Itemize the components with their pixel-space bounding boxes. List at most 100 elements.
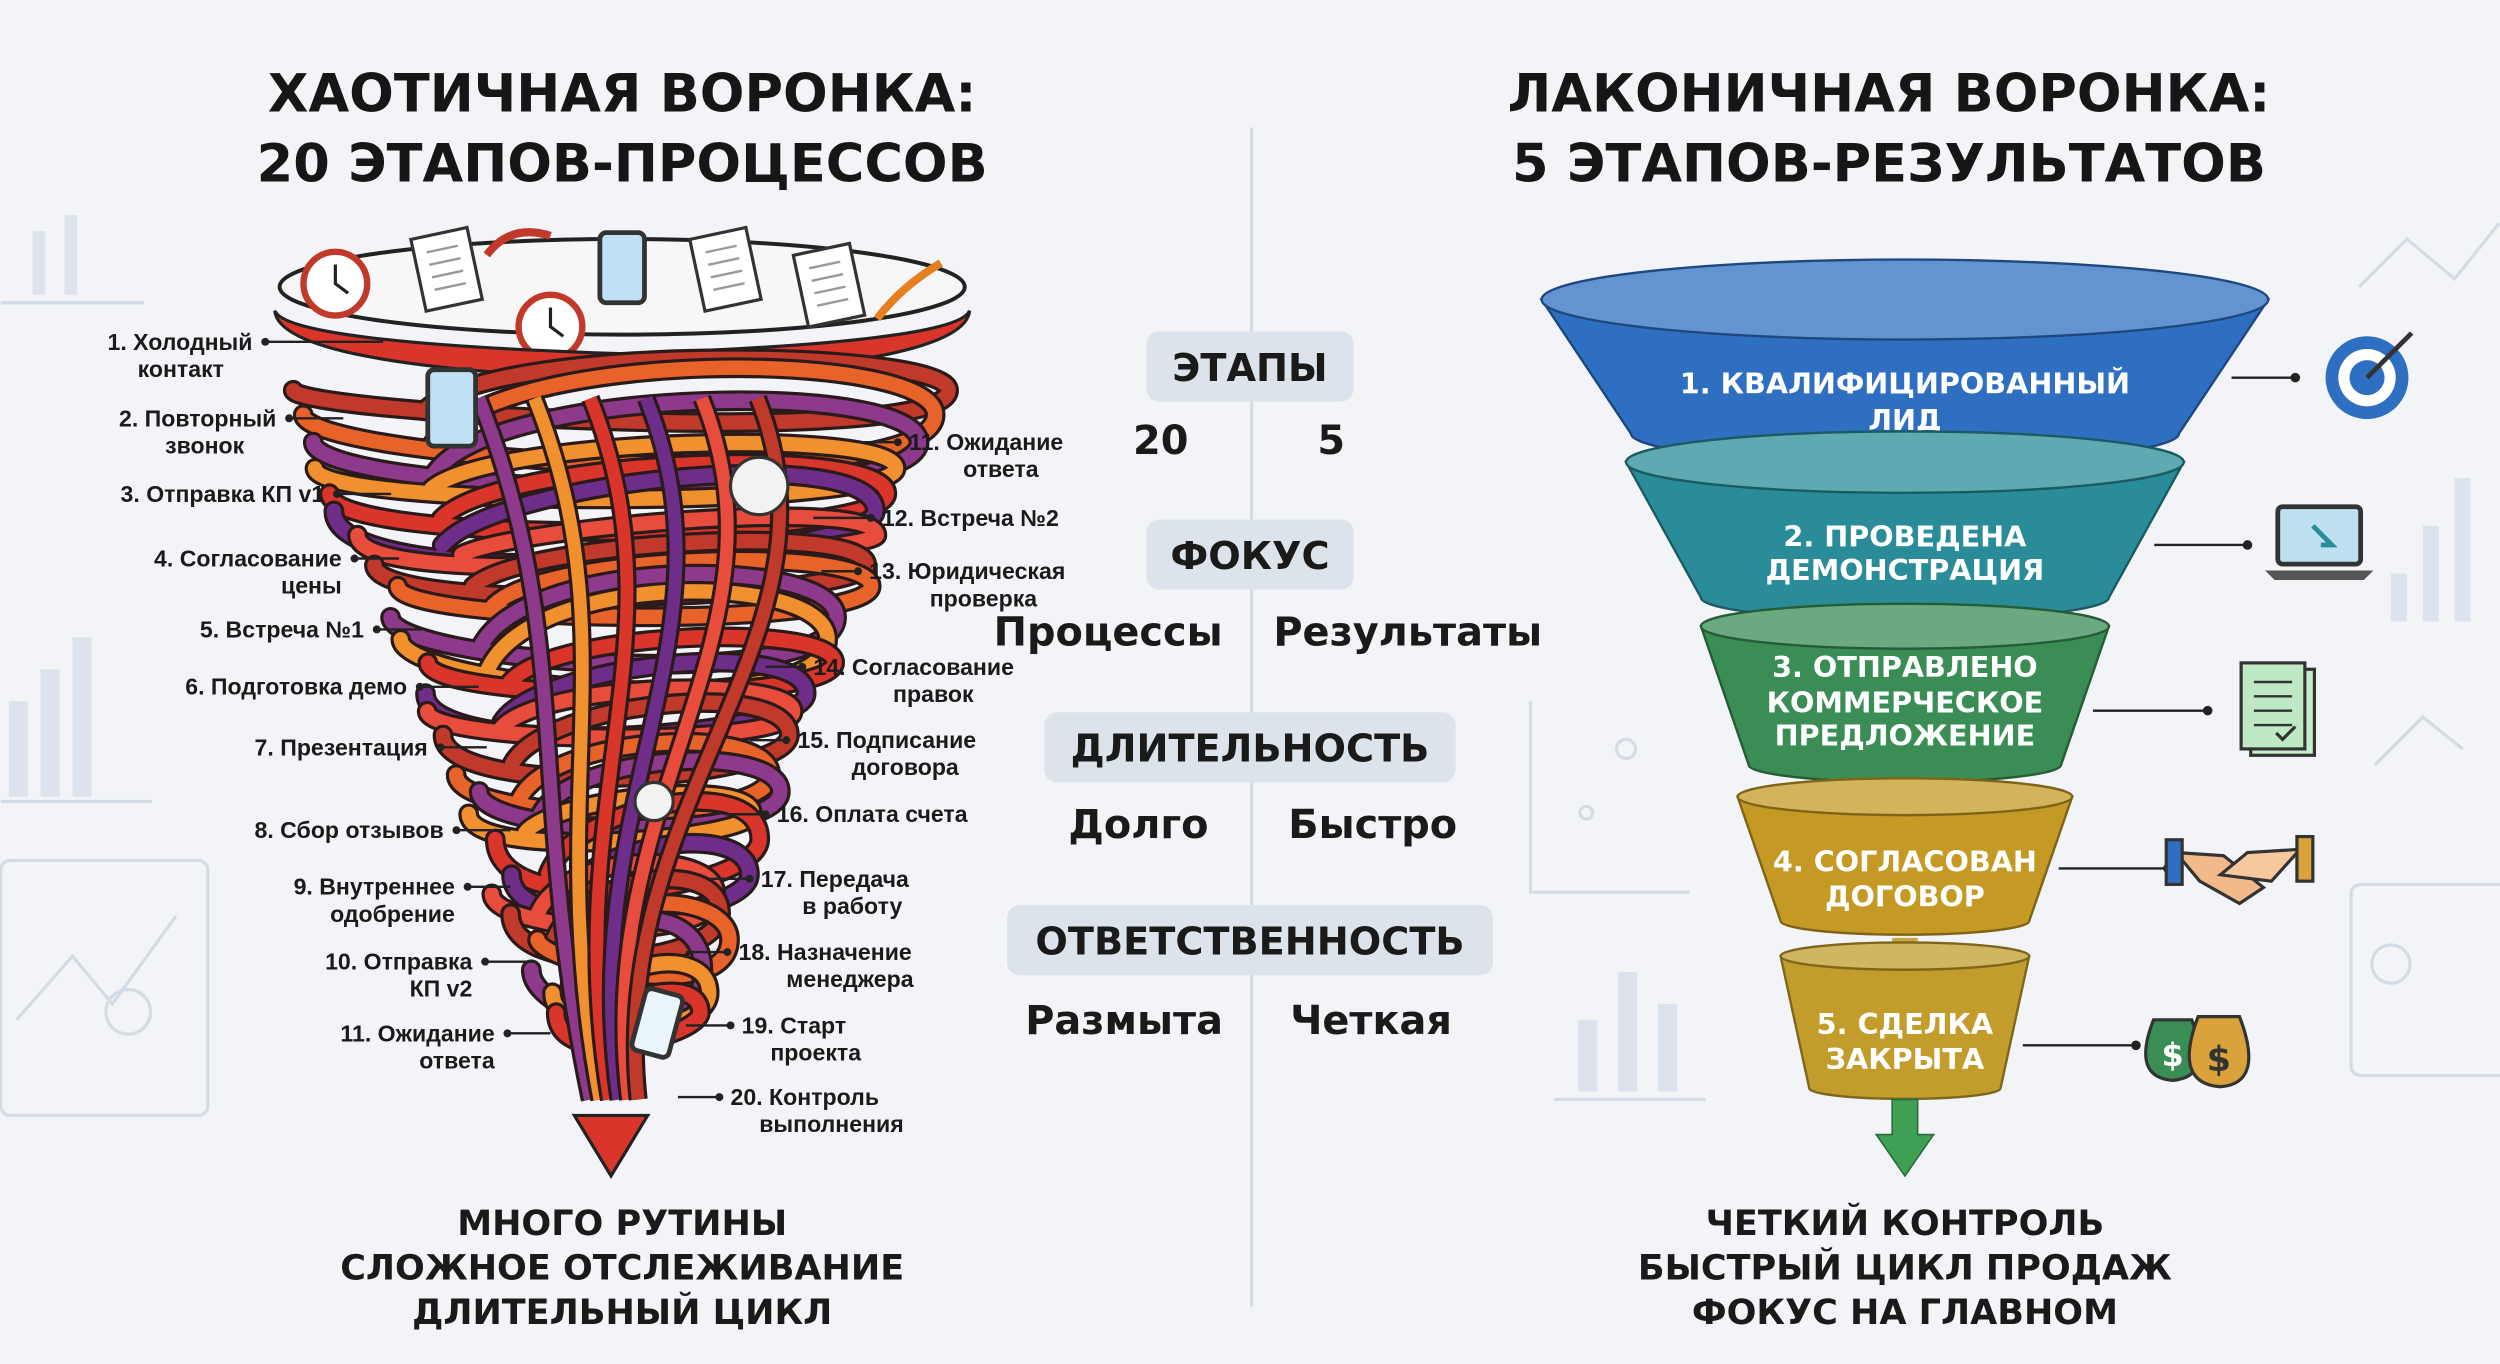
stage-label-text: 4. Согласование	[154, 545, 342, 571]
stage-label-text: 10. Отправка	[325, 949, 472, 975]
tangled-ribbon	[350, 509, 885, 574]
funnel-stage-text: ПРЕДЛОЖЕНИЕ	[1775, 719, 2036, 753]
phone-icon	[425, 367, 478, 449]
left-footer: МНОГО РУТИНЫ СЛОЖНОЕ ОТСЛЕЖИВАНИЕ ДЛИТЕЛ…	[340, 1203, 904, 1333]
laptop-icon	[2265, 504, 2374, 581]
stage-label-text: 2. Повторный	[119, 405, 276, 431]
funnel-stage-text: ЗАКРЫТА	[1826, 1042, 1985, 1076]
document-icon	[409, 225, 485, 314]
stage-label-text: 15. Подписание	[797, 727, 976, 753]
stage-label-8: 8. Сбор отзывов	[255, 817, 511, 843]
funnel-stage-text: ДОГОВОР	[1825, 880, 1985, 914]
funnel-output-arrow	[571, 1113, 651, 1180]
stage-label-text: 7. Презентация	[255, 734, 428, 760]
right-footer: ЧЕТКИЙ КОНТРОЛЬ БЫСТРЫЙ ЦИКЛ ПРОДАЖ ФОКУ…	[1638, 1202, 2172, 1333]
money-bags-icon: $$	[2144, 1015, 2251, 1089]
phone-icon	[597, 230, 647, 306]
arrow-icon	[873, 259, 943, 322]
funnel-stage-text: 5. СДЕЛКА	[1817, 1007, 1994, 1041]
stage-label-text: 12. Встреча №2	[882, 505, 1059, 531]
tangled-ribbon	[605, 396, 683, 1101]
stage-label-text: цены	[281, 573, 342, 599]
funnel-stage-text: КОММЕРЧЕСКОЕ	[1767, 685, 2044, 719]
clock-icon	[728, 455, 790, 517]
comparison-label: ОТВЕТСТВЕННОСТЬ	[1035, 920, 1464, 964]
stage-label-text: договора	[852, 754, 959, 780]
stage-label-text: правок	[893, 681, 974, 707]
document-icon	[2239, 661, 2317, 757]
phone-icon	[629, 986, 685, 1060]
clock-icon	[633, 780, 675, 823]
tangled-ribbon	[435, 695, 797, 785]
comparison-right-value: Четкая	[1290, 998, 1452, 1044]
stage-label-text: 14. Согласование	[813, 654, 1014, 680]
stage-label-text: менеджера	[786, 966, 913, 992]
left-footer-line1: МНОГО РУТИНЫ	[457, 1203, 787, 1244]
comparison-label: ЭТАПЫ	[1172, 347, 1327, 391]
stage-label-6: 6. Подготовка демо	[185, 674, 479, 700]
comparison-left-value: Размыта	[1025, 998, 1223, 1044]
comparison-left-value: 20	[1133, 418, 1188, 464]
handshake-icon	[2164, 834, 2315, 906]
comparison-left-value: Долго	[1068, 802, 1208, 848]
stage-label-text: ответа	[963, 456, 1039, 482]
stage-label-text: КП v2	[410, 976, 473, 1002]
right-footer-line1: ЧЕТКИЙ КОНТРОЛЬ	[1706, 1202, 2105, 1244]
chaotic-funnel	[273, 225, 972, 1180]
tangled-ribbon	[420, 629, 842, 701]
left-footer-line3: ДЛИТЕЛЬНЫЙ ЦИКЛ	[412, 1291, 832, 1333]
stage-label-16: 16. Оплата счета	[725, 801, 968, 827]
stage-label-text: 6. Подготовка демо	[185, 674, 407, 700]
stage-label-text: проверка	[930, 585, 1038, 611]
stage-label-7: 7. Презентация	[255, 734, 487, 760]
stage-label-text: 13. Юридическая	[869, 558, 1065, 584]
right-footer-line2: БЫСТРЫЙ ЦИКЛ ПРОДАЖ	[1638, 1247, 2172, 1289]
funnel-output-arrow	[1874, 1098, 1936, 1178]
tangled-ribbon	[528, 396, 607, 1101]
stage-label-12: 12. Встреча №2	[813, 505, 1059, 531]
tangled-ribbon	[584, 396, 634, 1101]
left-footer-line2: СЛОЖНОЕ ОТСЛЕЖИВАНИЕ	[340, 1248, 904, 1289]
stage-label-5: 5. Встреча №1	[200, 616, 423, 642]
document-icon	[687, 225, 763, 314]
funnel-stage-text: 1. КВАЛИФИЦИРОВАННЫЙ	[1680, 367, 2130, 401]
stage-label-text: 16. Оплата счета	[777, 801, 968, 827]
document-icon	[791, 241, 867, 329]
svg-text:$: $	[2207, 1039, 2231, 1080]
comparison-right-value: Быстро	[1288, 802, 1457, 848]
tangled-ribbon	[307, 435, 904, 507]
stage-label-text: одобрение	[330, 901, 455, 927]
stage-label-text: контакт	[138, 356, 224, 382]
clock-icon	[300, 248, 371, 319]
stage-label-text: в работу	[802, 893, 902, 919]
svg-text:$: $	[2162, 1036, 2184, 1074]
stage-label-text: 5. Встреча №1	[200, 616, 364, 642]
stage-label-text: 17. Передача	[761, 866, 909, 892]
comparison-row-4: ОТВЕТСТВЕННОСТЬ Размыта Четкая	[1006, 905, 1494, 1044]
funnel-stage-text: 2. ПРОВЕДЕНА	[1783, 520, 2027, 554]
stage-label-text: звонок	[165, 432, 245, 458]
stage-label-text: 11. Ожидание	[909, 429, 1063, 455]
stage-label-text: выполнения	[759, 1111, 903, 1137]
stage-label-text: 20. Контроль	[731, 1084, 880, 1110]
comparison-right-value: Результаты	[1273, 609, 1542, 655]
